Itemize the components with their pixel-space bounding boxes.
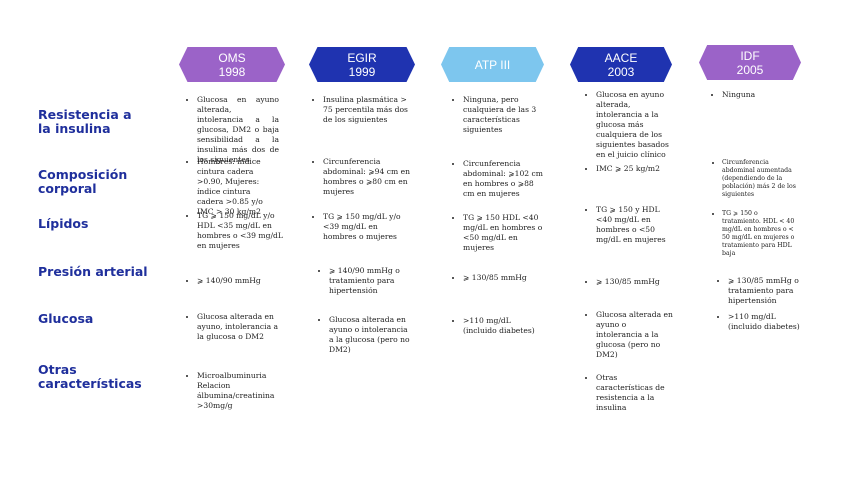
cell-aace-glucosa: Glucosa alterada en ayuno o intolerancia… (586, 310, 674, 360)
header-egir-name: EGIR (347, 50, 377, 65)
cell-aace-composicion: IMC ⩾ 25 kg/m2 (586, 164, 674, 174)
cell-oms-composicion: Hombres: índice cintura cadera >0.90, Mu… (187, 157, 279, 217)
cell-idf-lipidos: TG ⩾ 150 o tratamiento. HDL < 40 mg/dL e… (712, 210, 796, 258)
cell-oms-glucosa: Glucosa alterada en ayuno, intolerancia … (187, 312, 283, 342)
cell-oms-lipidos: TG ⩾ 150 mg/dL y/o HDL <35 mg/dL en homb… (187, 211, 287, 251)
cell-atp-glucosa: >110 mg/dL (incluido diabetes) (453, 316, 545, 336)
cell-oms-otras: Microalbuminuria Relacion álbumina/creat… (187, 371, 277, 411)
cell-aace-lipidos: TG ⩾ 150 y HDL <40 mg/dL en hombres o <5… (586, 205, 674, 245)
row-label-presion: Presión arterial (38, 264, 148, 279)
row-label-lipidos: Lípidos (38, 216, 89, 231)
cell-egir-lipidos: TG ⩾ 150 mg/dL y/o <39 mg/dL en hombres … (313, 212, 413, 242)
row-label-composicion: Composición corporal (38, 167, 128, 196)
header-atp-name: ATP III (474, 57, 511, 72)
header-oms-name: OMS (218, 50, 246, 65)
cell-atp-lipidos: TG ⩾ 150 HDL <40 mg/dL en hombres o <50 … (453, 213, 548, 253)
header-egir-year: 1999 (348, 64, 376, 79)
cell-atp-composicion: Circunferencia abdominal: ⩾102 cm en hom… (453, 159, 545, 199)
cell-idf-presion: ⩾ 130/85 mmHg o tratamiento para hiperte… (718, 276, 806, 306)
cell-idf-resistencia: Ninguna (712, 90, 802, 100)
header-oms-year: 1998 (218, 64, 246, 79)
cell-egir-presion: ⩾ 140/90 mmHg o tratamiento para hiperte… (319, 266, 409, 296)
header-atp: ATP III (441, 47, 544, 82)
cell-egir-glucosa: Glucosa alterada en ayuno o intolerancia… (319, 315, 411, 355)
cell-idf-composicion: Circunferencia abdominal aumentada (depe… (712, 159, 798, 199)
cell-aace-presion: ⩾ 130/85 mmHg (586, 277, 674, 287)
row-label-resistencia: Resistencia a la insulina (38, 107, 132, 136)
cell-oms-resistencia: Glucosa en ayuno alterada, intolerancia … (187, 95, 279, 165)
cell-egir-composicion: Circunferencia abdominal: ⩾94 cm en homb… (313, 157, 413, 197)
cell-egir-resistencia: Insulina plasmática > 75 percentila más … (313, 95, 413, 125)
header-aace-name: AACE (604, 50, 638, 65)
header-aace-year: 2003 (607, 64, 635, 79)
row-label-otras: Otras características (38, 362, 142, 391)
header-idf-name: IDF (740, 48, 760, 63)
header-idf-year: 2005 (736, 62, 764, 77)
cell-aace-resistencia: Glucosa en ayuno alterada, intolerancia … (586, 90, 674, 160)
cell-aace-otras: Otras características de resistencia a l… (586, 373, 666, 413)
cell-idf-glucosa: >110 mg/dL (incluido diabetes) (718, 312, 806, 332)
cell-atp-resistencia: Ninguna, pero cualquiera de las 3 caract… (453, 95, 545, 135)
cell-oms-presion: ⩾ 140/90 mmHg (187, 276, 287, 286)
cell-atp-presion: ⩾ 130/85 mmHg (453, 273, 545, 283)
row-label-glucosa: Glucosa (38, 311, 94, 326)
